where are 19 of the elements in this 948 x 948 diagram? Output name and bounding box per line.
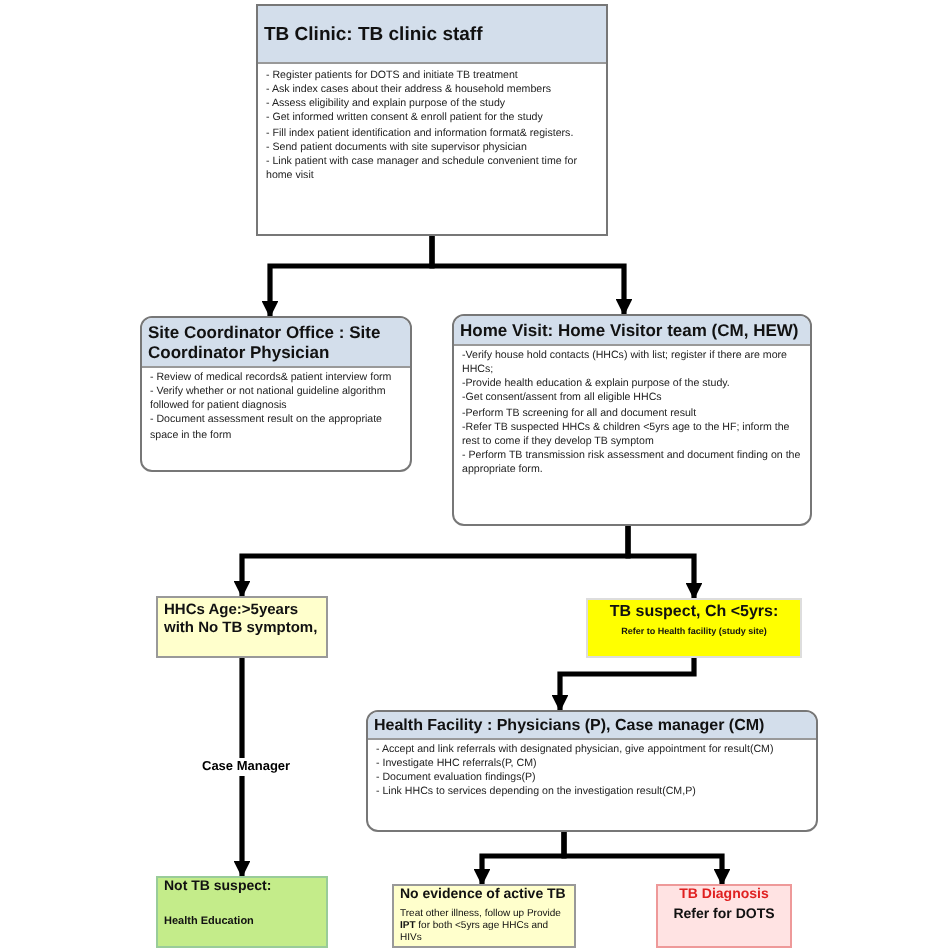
arrow bbox=[551, 658, 697, 712]
process-box bbox=[392, 884, 576, 948]
process-card bbox=[140, 316, 412, 472]
arrow bbox=[233, 658, 251, 878]
box-heading: TB Clinic: TB clinic staff bbox=[258, 6, 606, 64]
process-card bbox=[366, 710, 818, 832]
process-card bbox=[256, 4, 608, 236]
process-card bbox=[452, 314, 812, 526]
process-box bbox=[156, 876, 328, 948]
process-box bbox=[586, 598, 802, 658]
process-box bbox=[656, 884, 792, 948]
box-heading: Home Visit: Home Visitor team (CM, HEW) bbox=[454, 316, 810, 346]
process-box bbox=[156, 596, 328, 658]
box-heading: Health Facility : Physicians (P), Case manager (CM) bbox=[368, 712, 816, 740]
box-heading: Site Coordinator Office : Site Coordinator Physician bbox=[142, 318, 410, 368]
arrow bbox=[625, 526, 703, 600]
box-heading: TB suspect, Ch <5yrs: bbox=[607, 600, 781, 624]
arrow bbox=[561, 832, 731, 886]
arrow bbox=[429, 236, 633, 316]
